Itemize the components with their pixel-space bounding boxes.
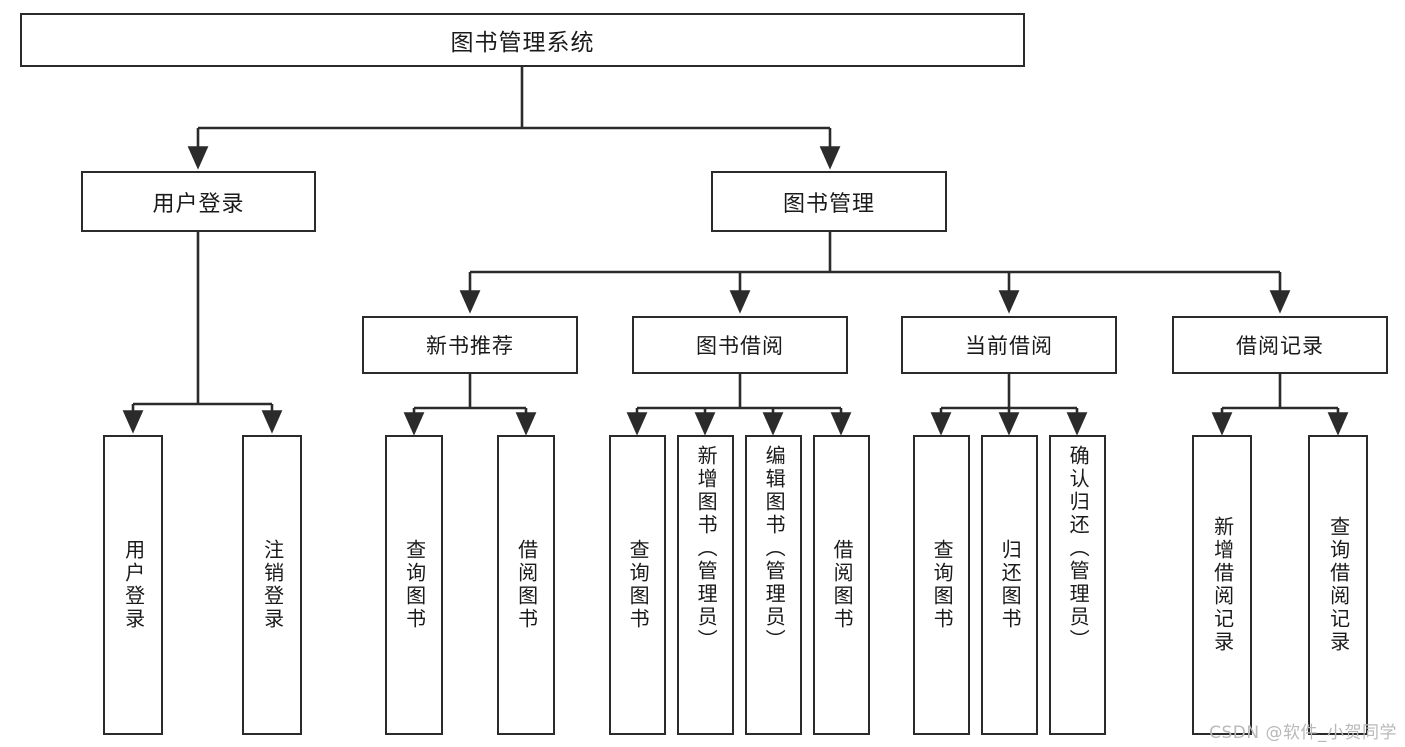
leaf-book-borrow-add-label: 新增图书（管理员） (694, 445, 719, 652)
leaf-current-borrow-return-label: 归还图书 (998, 539, 1023, 631)
leaf-user-login-login-label: 用户登录 (121, 539, 146, 631)
leaf-book-borrow-borrow-label: 借阅图书 (830, 539, 855, 631)
leaf-book-borrow-add[interactable]: 新增图书（管理员） (677, 435, 734, 735)
leaf-borrow-record-add-label: 新增借阅记录 (1210, 516, 1235, 654)
leaf-book-borrow-edit-label: 编辑图书（管理员） (762, 445, 787, 652)
node-user-login-label: 用户登录 (152, 191, 245, 217)
node-current-borrow-label: 当前借阅 (965, 334, 1053, 358)
node-book-borrow[interactable]: 图书借阅 (632, 316, 848, 374)
leaf-book-borrow-edit[interactable]: 编辑图书（管理员） (745, 435, 802, 735)
leaf-current-borrow-confirm[interactable]: 确认归还（管理员） (1049, 435, 1106, 735)
leaf-book-borrow-query-label: 查询图书 (626, 539, 651, 631)
leaf-user-login-login[interactable]: 用户登录 (103, 435, 163, 735)
leaf-current-borrow-return[interactable]: 归还图书 (981, 435, 1038, 735)
leaf-current-borrow-query[interactable]: 查询图书 (913, 435, 970, 735)
leaf-borrow-record-add[interactable]: 新增借阅记录 (1192, 435, 1252, 735)
node-user-login[interactable]: 用户登录 (81, 171, 316, 232)
leaf-borrow-record-query-label: 查询借阅记录 (1326, 516, 1351, 654)
node-book-manage-label: 图书管理 (782, 191, 875, 217)
watermark-text: CSDN @软件_小贺同学 (1209, 723, 1397, 743)
leaf-current-borrow-confirm-label: 确认归还（管理员） (1066, 445, 1091, 652)
node-borrow-record[interactable]: 借阅记录 (1172, 316, 1388, 374)
leaf-new-book-query-label: 查询图书 (402, 539, 427, 631)
leaf-user-login-logout[interactable]: 注销登录 (242, 435, 302, 735)
leaf-new-book-query[interactable]: 查询图书 (385, 435, 443, 735)
node-new-book[interactable]: 新书推荐 (362, 316, 578, 374)
leaf-new-book-borrow-label: 借阅图书 (514, 539, 539, 631)
leaf-new-book-borrow[interactable]: 借阅图书 (497, 435, 555, 735)
leaf-borrow-record-query[interactable]: 查询借阅记录 (1308, 435, 1368, 735)
node-new-book-label: 新书推荐 (426, 334, 514, 358)
node-root[interactable]: 图书管理系统 (20, 13, 1025, 67)
node-root-label: 图书管理系统 (450, 30, 595, 56)
node-borrow-record-label: 借阅记录 (1236, 334, 1324, 358)
leaf-book-borrow-query[interactable]: 查询图书 (609, 435, 666, 735)
node-current-borrow[interactable]: 当前借阅 (901, 316, 1117, 374)
leaf-book-borrow-borrow[interactable]: 借阅图书 (813, 435, 870, 735)
node-book-borrow-label: 图书借阅 (696, 334, 784, 358)
node-book-manage[interactable]: 图书管理 (711, 171, 947, 232)
leaf-current-borrow-query-label: 查询图书 (930, 539, 955, 631)
leaf-user-login-logout-label: 注销登录 (260, 539, 285, 631)
